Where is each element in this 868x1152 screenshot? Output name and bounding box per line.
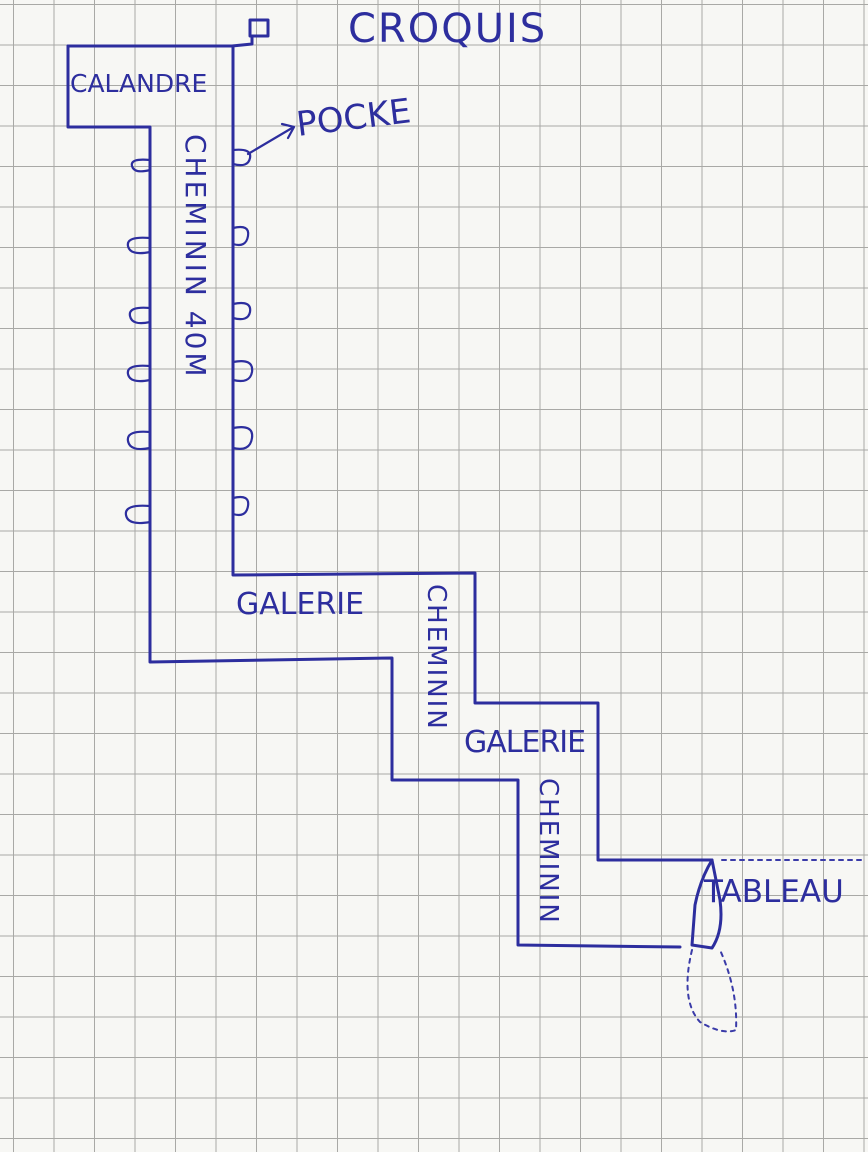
- pillar-icon: [126, 430, 152, 451]
- pocke-arrow: [246, 126, 294, 156]
- label-chemin-3: CHEMININ: [533, 778, 563, 925]
- left-wall-pillars: [124, 158, 152, 525]
- tunnel-outline-right: [231, 44, 714, 862]
- start-marker-icon: [248, 18, 270, 38]
- pillar-icon: [124, 504, 152, 525]
- label-galerie-2: GALERIE: [464, 725, 585, 760]
- label-pocke: POCKE: [294, 91, 413, 145]
- pillar-icon: [231, 495, 250, 517]
- pillar-icon: [126, 236, 152, 255]
- pillar-icon: [231, 426, 254, 450]
- marker-stem: [230, 34, 254, 48]
- tunnel-outline-left: [66, 44, 682, 949]
- pillar-icon: [231, 148, 252, 167]
- sketch-title: CROQUIS: [348, 6, 547, 52]
- pocke-arrowhead-icon: [280, 122, 296, 140]
- label-tableau: TABLEAU: [703, 874, 844, 910]
- label-chemin-vertical: CHEMININ 40M: [179, 134, 212, 380]
- pillar-icon: [231, 225, 250, 247]
- pillar-icon: [231, 360, 254, 383]
- label-chemin-2: CHEMININ: [421, 584, 451, 731]
- pillar-icon: [126, 364, 152, 383]
- tableau-box: [690, 858, 723, 950]
- label-galerie-1: GALERIE: [236, 587, 364, 622]
- tableau-dotted-loop: [686, 949, 738, 1033]
- pillar-icon: [231, 301, 252, 321]
- pillar-icon: [130, 158, 152, 173]
- right-wall-pillars: [231, 148, 254, 517]
- pillar-icon: [128, 306, 152, 325]
- label-calandre: CALANDRE: [70, 69, 207, 98]
